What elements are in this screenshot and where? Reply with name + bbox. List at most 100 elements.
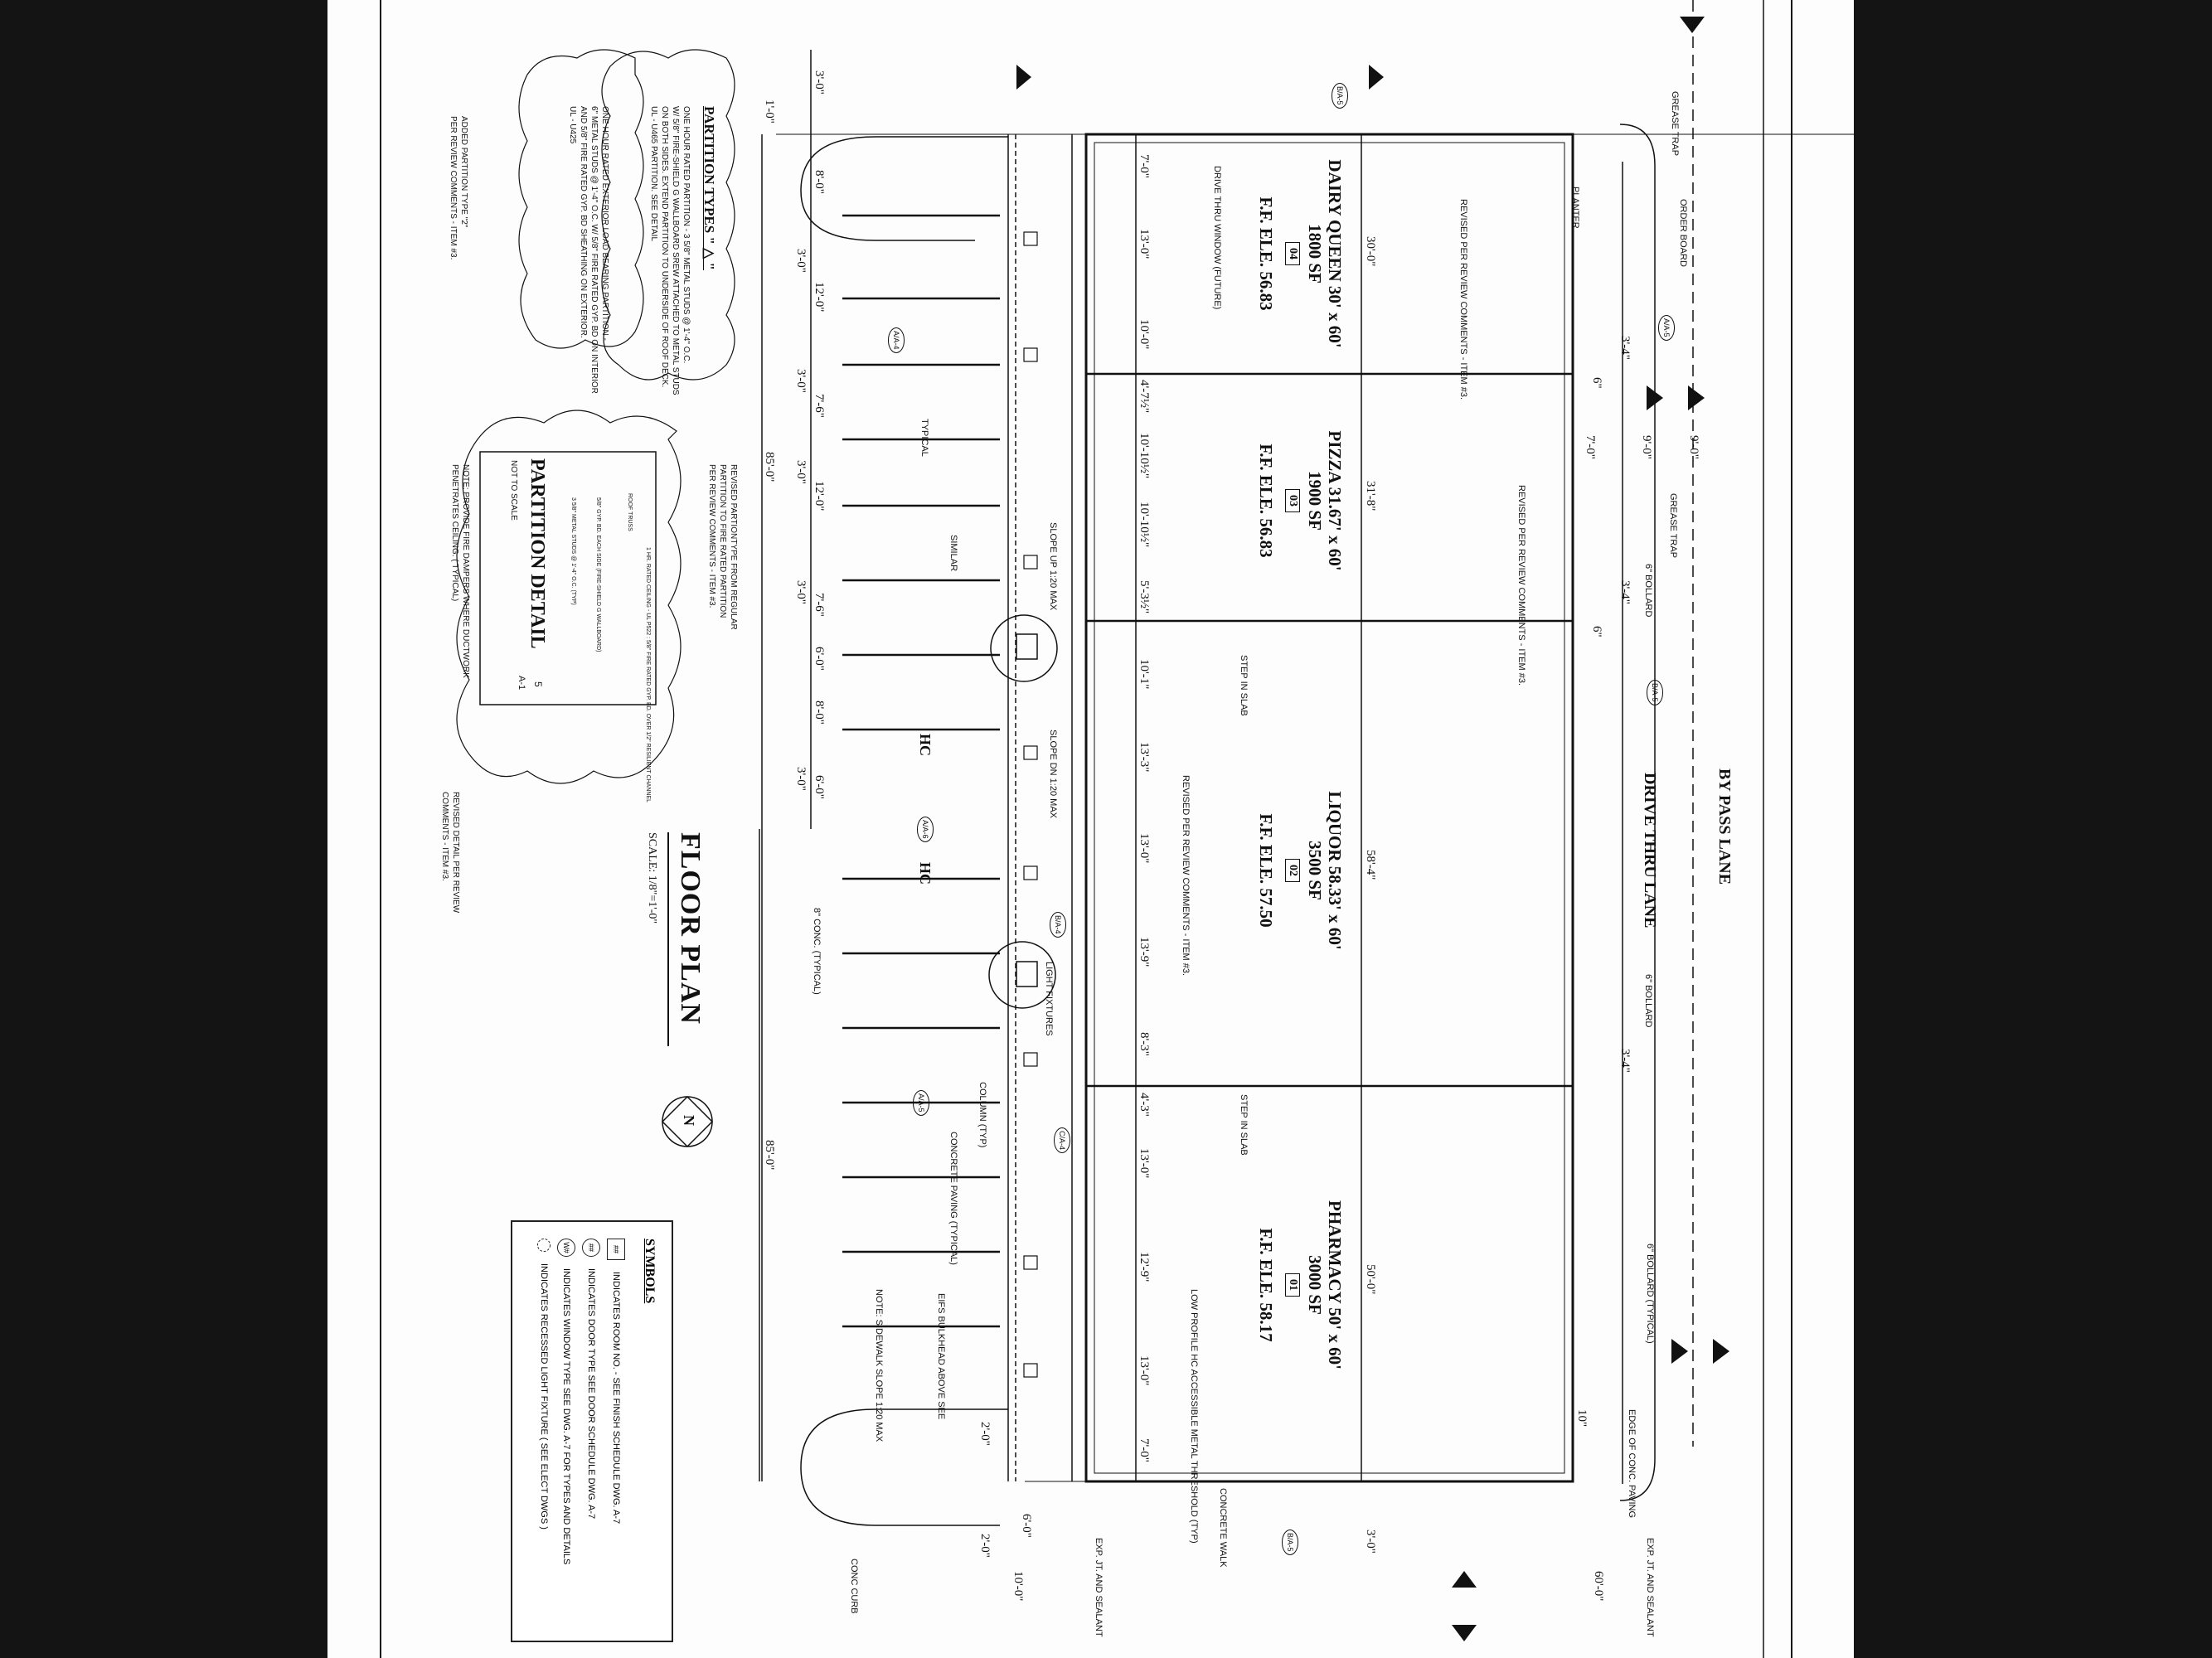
partition-type-2-line: UL - U425 [568,106,577,144]
note-eifs: EIFS BULKHEAD ABOVE SEE [936,1293,946,1420]
dim-10in: 10" [1575,1409,1589,1428]
partition-type-2-line: ONE HOUR RATED EXTERIOR LOAD BEARING PAR… [600,106,609,341]
cloud-revisions [456,49,735,784]
dim-9ft: 9'-0" [1640,435,1653,459]
note-8in-conc: 8" CONC. (TYPICAL) [812,908,822,995]
note-exp-jt: EXP. JT. AND SEALANT [1645,1538,1655,1637]
partition-type-2-block: ONE HOUR RATED EXTERIOR LOAD BEARING PAR… [567,106,610,394]
room-floor-elevation: F.F. ELE. 57.50 [1256,813,1277,928]
tag-sheet: A-5 [1651,690,1659,702]
dim-front: 8'-3" [1138,1032,1151,1056]
dim-room-2: 31'-8" [1364,481,1377,511]
room-number-tag: 01 [1285,1273,1300,1297]
partition-types-title: PARTITION TYPES " △ " [701,106,717,270]
detail-label-roof: ROOF TRUSS [627,493,633,531]
partition-type-2-line: 6" METAL STUDS @ 1'-4" O.C. W/ 5/8" FIRE… [589,106,599,394]
section-tag: A/A-5 [1657,315,1675,341]
room-area: 3000 SF [1305,1255,1326,1315]
added-partition-note: ADDED PARTITION TYPE "2" PER REVIEW COMM… [448,116,469,259]
note-order-board: ORDER BOARD [1678,199,1688,267]
dim-3ft4: 3'-4" [1618,336,1632,360]
partition-type-1-line: W/ 5/8" FIRE-SHIELD G WALLBOARD SREW ATT… [670,106,680,395]
room-number-tag: 04 [1285,242,1300,265]
note-concrete-walk: CONCRETE WALK [1218,1488,1228,1568]
dim-front: 13'-0" [1138,1148,1151,1179]
symbol-door-type: ##INDICATES DOOR TYPE SEE DOOR SCHEDULE … [582,1239,600,1519]
tag-sheet: A-6 [921,827,929,839]
note-slope-dn: SLOPE DN 1:20 MAX [1048,730,1058,818]
note-revised: REVISED PER REVIEW COMMENTS - ITEM #3. [1458,199,1468,400]
dim-front: 5'-3½" [1138,580,1151,614]
note-drive-thru-window: DRIVE THRU WINDOW (FUTURE) [1212,166,1222,310]
partition-type-2-line: AND 5/8" FIRE RATED GYP. BD SHEATHING ON… [579,106,588,338]
note-line: REVISED DETAIL PER REVIEW [451,792,460,914]
symbol-text: INDICATES WINDOW TYPE SEE DWG. A-7 FOR T… [561,1268,571,1565]
note-line: PENETRATES CEILING. ( TYPICAL) [450,464,459,602]
storefront-columns [1023,231,1038,1378]
dim-front: 13'-0" [1138,833,1151,864]
symbol-text: INDICATES DOOR TYPE SEE DOOR SCHEDULE DW… [586,1268,596,1520]
dim-9ft: 9'-0" [1687,435,1700,459]
sheet-border [380,0,1792,1658]
dim-3ft4: 3'-4" [1618,1049,1632,1073]
tag-num: A [917,1093,925,1099]
sidewalk-lines [1007,134,1073,1481]
detail-label-studs: 3 5/8" METAL STUDS @ 1'-4" O.C. (TYP) [570,497,576,605]
dim-front: 7'-0" [1138,1438,1151,1462]
note-revised: REVISED PER REVIEW COMMENTS - ITEM #3. [1516,485,1526,686]
note-conc-curb: CONC CURB [849,1559,859,1614]
note-step-slab: STEP IN SLAB [1239,655,1249,716]
dim-front: 10'-10½" [1138,502,1151,548]
revised-partition-note: REVISED PARTIONTYPE FROM REGULAR PARTITI… [706,464,739,630]
room-pharmacy: PHARMACY 50' x 60' 3000 SF 01 F.F. ELE. … [1256,1144,1345,1426]
north-arrow-label: N [681,1115,697,1126]
hc-ramps [988,614,1058,1009]
section-tag: B/A-5 [1331,83,1348,109]
note-edge-conc: EDGE OF CONC. PAVING [1627,1409,1637,1518]
note-similar: SIMILAR [948,535,958,572]
tag-sheet: A-5 [1336,93,1344,105]
drawing-scale: SCALE: 1/8"=1'-0" [646,832,658,924]
section-tag: A/A-4 [887,327,905,353]
section-tag: B/A-4 [1049,912,1066,938]
section-tag: A/A-6 [916,817,934,842]
note-column: COLUMN (TYP) [977,1082,987,1148]
room-name: PIZZA 31.67' x 60' [1325,430,1345,571]
partition-detail-note: NOTE: PROVIDE FIRE DAMPERS WHERE DUCTWOR… [449,464,471,678]
light-fixture-icon [537,1239,551,1252]
dim-room-1: 30'-0" [1364,236,1377,267]
dim-parking: 3'-0" [794,249,808,273]
dim-room-3: 58'-4" [1364,850,1377,880]
tag-sheet: A-5 [1662,325,1671,337]
tag-num: A [921,820,929,826]
hc-label: HC [917,734,934,756]
tag-sheet: A-4 [1054,922,1062,934]
dim-front: 4'-7½" [1138,380,1151,414]
dim-front: 10'-1" [1138,659,1151,690]
north-arrow [661,1095,714,1148]
symbol-light-fixture: INDICATES RECESSED LIGHT FIXTURE ( SEE E… [537,1239,551,1530]
dim-60ft: 60'-0" [1592,1571,1605,1602]
partition-types-block: PARTITION TYPES " △ " ONE HOUR RATED PAR… [648,106,718,395]
dim-parking: 3'-0" [813,70,826,95]
dim-parking: 6'-0" [813,647,826,671]
dim-parking: 3'-0" [794,767,808,791]
plan-linework [380,0,1854,1658]
dim-parking: 7'-6" [813,593,826,617]
note-line: PER REVIEW COMMENTS - ITEM #3. [449,116,458,260]
tag-num: B [1054,915,1062,921]
tag-num: B [1336,86,1344,92]
dim-10ft: 10'-0" [1011,1571,1025,1602]
room-liquor: LIQUOR 58.33' x 60' 3500 SF 02 F.F. ELE.… [1256,730,1345,1011]
drawing-title: FLOOR PLAN [675,832,706,1025]
dim-front: 10'-0" [1138,319,1151,350]
room-pizza: PIZZA 31.67' x 60' 1900 SF 03 F.F. ELE. … [1256,360,1345,642]
partition-detail-title: PARTITION DETAIL [526,458,548,649]
dim-parking: 6'-0" [813,775,826,799]
dim-parking: 3'-0" [794,460,808,484]
note-revised: REVISED PER REVIEW COMMENTS - ITEM #3. [1181,775,1191,977]
symbols-title: SYMBOLS [643,1239,657,1304]
dim-front: 12'-9" [1138,1252,1151,1282]
dim-2ft: 2'-0" [978,1534,992,1558]
dim-front: 13'-9" [1138,937,1151,967]
